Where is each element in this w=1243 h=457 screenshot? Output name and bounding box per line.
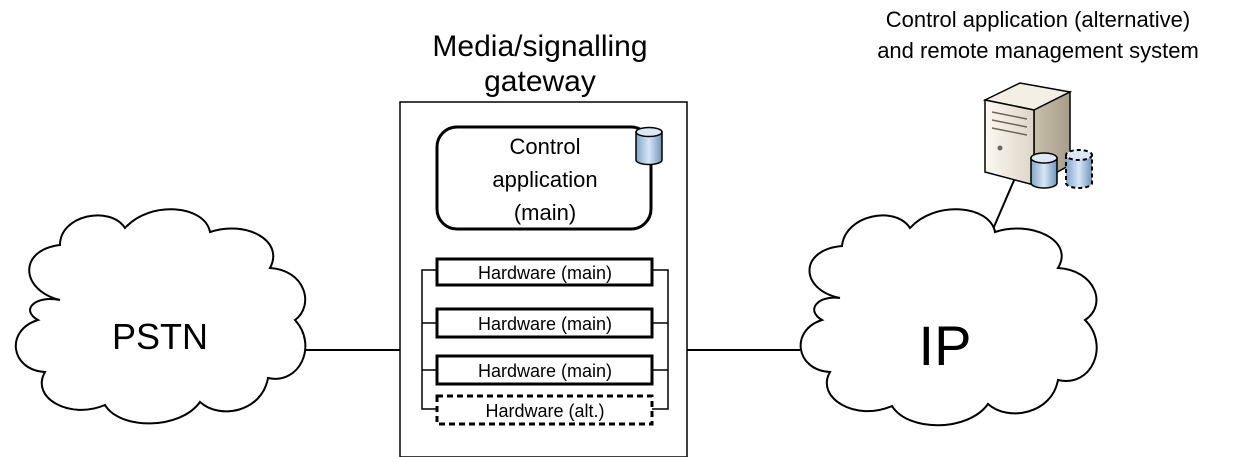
control-app-line-2: application [492, 167, 597, 192]
pstn-label: PSTN [112, 316, 208, 357]
hardware-label: Hardware (main) [478, 263, 612, 283]
remote-title-line-1: Control application (alternative) [886, 7, 1191, 32]
hardware-main-3: Hardware (main) [435, 354, 654, 386]
gateway-title-line-2: gateway [484, 65, 596, 98]
hardware-main-2: Hardware (main) [435, 307, 654, 339]
remote-title-line-2: and remote management system [877, 38, 1199, 63]
hardware-alt: Hardware (alt.) [435, 394, 654, 426]
gateway: Media/signalling gateway Control applica… [399, 30, 688, 457]
gateway-title-line-1: Media/signalling [432, 30, 647, 63]
database-icon [635, 126, 663, 166]
control-app-line-1: Control [510, 134, 581, 159]
pstn-cloud: PSTN [14, 208, 307, 425]
server-icon [982, 82, 1073, 187]
database-icon [1065, 149, 1093, 189]
remote-system: Control application (alternative) and re… [877, 7, 1199, 189]
hardware-main-1: Hardware (main) [435, 257, 654, 287]
hardware-label: Hardware (alt.) [485, 401, 604, 421]
ip-label: IP [919, 314, 972, 377]
database-icon [1030, 152, 1058, 189]
control-app-line-3: (main) [514, 200, 576, 225]
cloud-shape [14, 208, 307, 425]
hardware-label: Hardware (main) [478, 361, 612, 381]
ip-cloud: IP [799, 208, 1098, 427]
cloud-shape [799, 208, 1098, 427]
hardware-label: Hardware (main) [478, 314, 612, 334]
control-app-main-box [435, 125, 653, 231]
hardware-bus [421, 269, 669, 410]
